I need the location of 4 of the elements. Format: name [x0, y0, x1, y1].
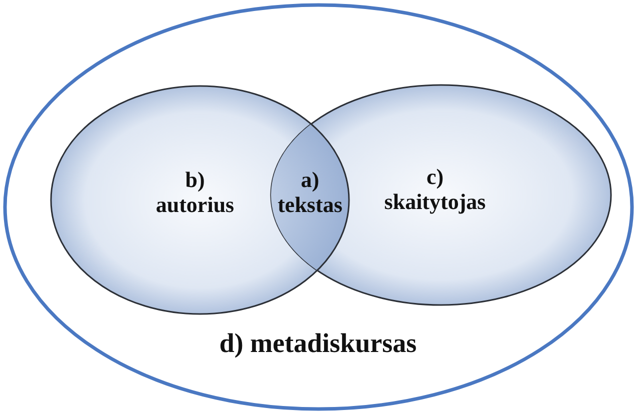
- region-label: d) metadiskursas: [218, 328, 418, 360]
- region-label: a) tekstas: [276, 167, 344, 218]
- region-label: c) skaitytojas: [383, 164, 487, 215]
- region-label: b) autorius: [154, 167, 236, 218]
